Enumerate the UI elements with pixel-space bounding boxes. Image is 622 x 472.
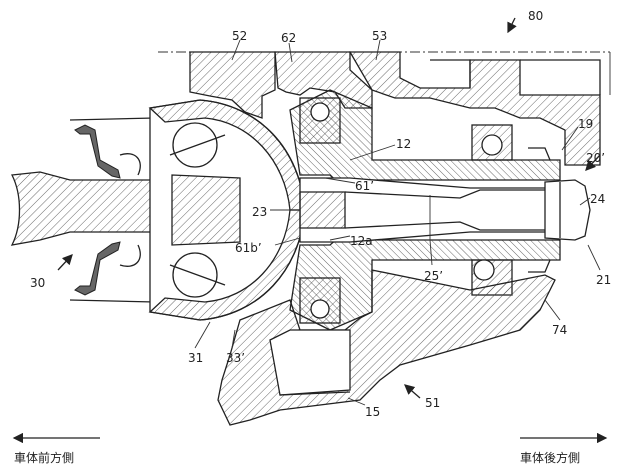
- label-52: 52: [232, 29, 247, 43]
- label-front: 車体前方側: [14, 450, 74, 465]
- hub-12: [289, 89, 561, 331]
- label-12a: 12a: [350, 234, 373, 248]
- label-12: 12: [396, 137, 411, 151]
- bolt-24: [544, 179, 591, 241]
- label-31: 31: [188, 351, 203, 365]
- label-25p: 25’: [424, 269, 443, 283]
- label-24: 24: [590, 192, 605, 206]
- label-23: 23: [252, 205, 267, 219]
- label-61b: 61b’: [235, 241, 262, 255]
- label-62: 62: [281, 31, 296, 45]
- label-20p: 20’: [586, 151, 605, 165]
- label-53: 53: [372, 29, 387, 43]
- label-74: 74: [552, 323, 567, 337]
- label-30: 30: [30, 276, 45, 290]
- leader-lines: [57, 17, 601, 406]
- label-rear: 車体後方側: [520, 450, 580, 465]
- arrow-80: [507, 17, 517, 34]
- label-80: 80: [528, 9, 543, 23]
- label-15: 15: [365, 405, 380, 419]
- direction-indicators: 車体前方側 車体後方側: [12, 432, 608, 465]
- label-19: 19: [578, 117, 593, 131]
- lower-case-51: [217, 269, 556, 426]
- transmission-case: [158, 51, 611, 166]
- label-61p: 61’: [355, 179, 374, 193]
- label-51: 51: [425, 396, 440, 410]
- cv-joint-31: [148, 99, 306, 321]
- label-33p: 33’: [226, 351, 245, 365]
- label-21: 21: [596, 273, 611, 287]
- reference-labels: 80 52 62 53 12 19 20’ 61’ 23 24 61b’ 12a…: [30, 9, 611, 419]
